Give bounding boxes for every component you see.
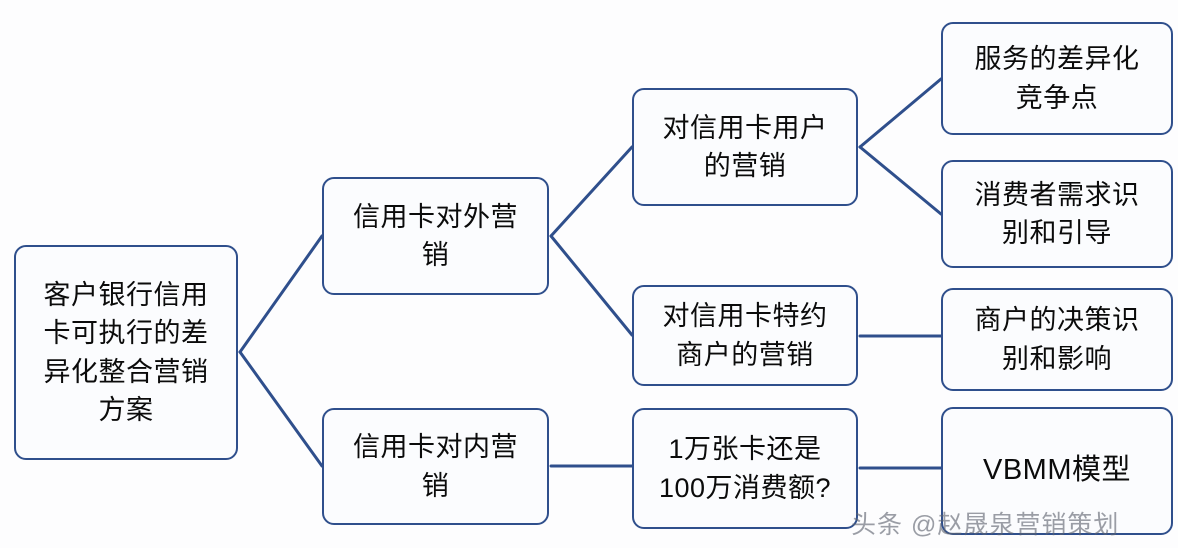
node-outer-marketing[interactable]: 信用卡对外营 销	[322, 177, 549, 295]
node-merchant-decision-label: 商户的决策识 别和影响	[974, 305, 1140, 374]
edge-root-to-outer	[238, 234, 324, 354]
node-merchant-decision[interactable]: 商户的决策识 别和影响	[941, 288, 1173, 391]
node-merchant-marketing[interactable]: 对信用卡特约 商户的营销	[632, 285, 858, 386]
node-inner-marketing[interactable]: 信用卡对内营 销	[322, 408, 549, 525]
node-inner-marketing-label: 信用卡对内营 销	[353, 432, 518, 501]
node-vbmm-model-label: VBMM模型	[982, 454, 1131, 487]
node-merchant-marketing-label: 对信用卡特约 商户的营销	[662, 301, 828, 370]
node-outer-marketing-label: 信用卡对外营 销	[353, 201, 518, 270]
node-vbmm-model[interactable]: VBMM模型	[941, 407, 1173, 535]
node-card-user-marketing-label: 对信用卡用户 的营销	[662, 112, 828, 181]
edge-outer-to-card-user	[549, 145, 634, 238]
node-root-label: 客户银行信用 卡可执行的差 异化整合营销 方案	[43, 279, 209, 425]
watermark: 头条 @赵晟泉营销策划	[851, 511, 1120, 539]
node-service-difference-label: 服务的差异化 竞争点	[974, 44, 1140, 113]
edge-root-to-inner	[238, 350, 324, 468]
node-question-label: 1万张卡还是 100万消费额?	[658, 434, 832, 503]
node-card-user-marketing[interactable]: 对信用卡用户 的营销	[632, 88, 858, 206]
node-service-difference[interactable]: 服务的差异化 竞争点	[941, 22, 1173, 135]
edge-card-user-to-service	[858, 77, 943, 149]
node-root[interactable]: 客户银行信用 卡可执行的差 异化整合营销 方案	[14, 245, 238, 460]
edge-outer-to-merchant	[549, 234, 634, 337]
node-consumer-demand-label: 消费者需求识 别和引导	[974, 179, 1140, 248]
node-question[interactable]: 1万张卡还是 100万消费额?	[632, 408, 858, 529]
edge-card-user-to-consumer	[858, 145, 943, 216]
node-consumer-demand[interactable]: 消费者需求识 别和引导	[941, 160, 1173, 268]
